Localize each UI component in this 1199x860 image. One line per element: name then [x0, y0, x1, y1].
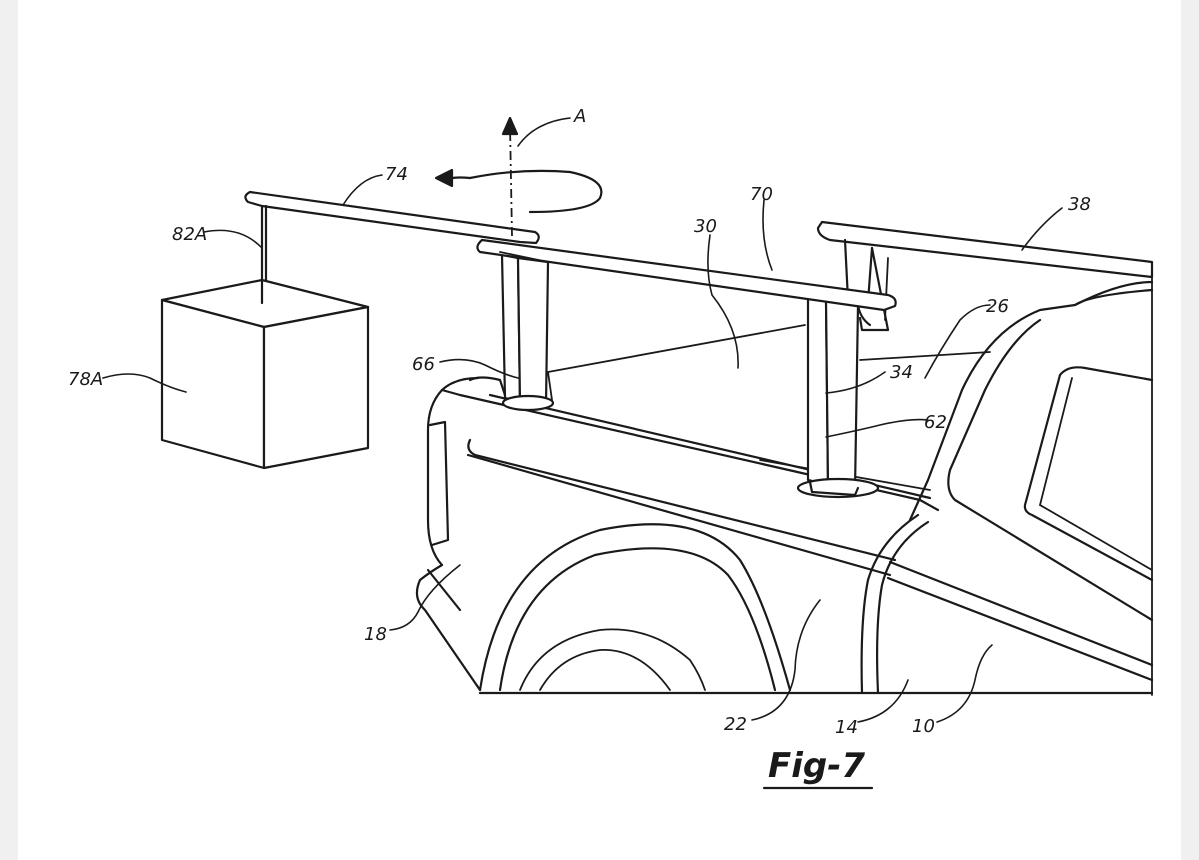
leader-lines [102, 117, 1063, 723]
page-left-edge [0, 0, 18, 860]
label-26: 26 [986, 296, 1009, 317]
label-70: 70 [750, 184, 773, 205]
front-stanchion-34 [796, 293, 880, 499]
label-74: 74 [385, 164, 408, 185]
label-82a: 82A [172, 224, 207, 245]
truck-cab-26 [886, 261, 1154, 696]
label-78a: 78A [68, 369, 103, 390]
label-22: 22 [724, 714, 747, 735]
rear-stanchion-66 [468, 253, 555, 412]
page-right-edge [1181, 0, 1199, 860]
pivot-axis-a [434, 116, 603, 237]
truck-bed-body [415, 324, 1154, 695]
label-38: 38 [1068, 194, 1091, 215]
figure-caption: Fig-7 [762, 746, 874, 790]
label-66: 66 [412, 354, 435, 375]
label-18: 18 [364, 624, 387, 645]
label-62: 62 [924, 412, 947, 433]
label-axis-a: A [573, 106, 586, 127]
rear-rail-38 [816, 220, 1154, 332]
label-14: 14 [835, 717, 858, 738]
load-box-78a [160, 278, 370, 470]
label-10: 10 [912, 716, 935, 737]
label-30: 30 [694, 216, 717, 237]
cross-rail-70 [476, 238, 897, 312]
label-34: 34 [890, 362, 913, 383]
figure-caption-text: Fig-7 [768, 746, 865, 786]
